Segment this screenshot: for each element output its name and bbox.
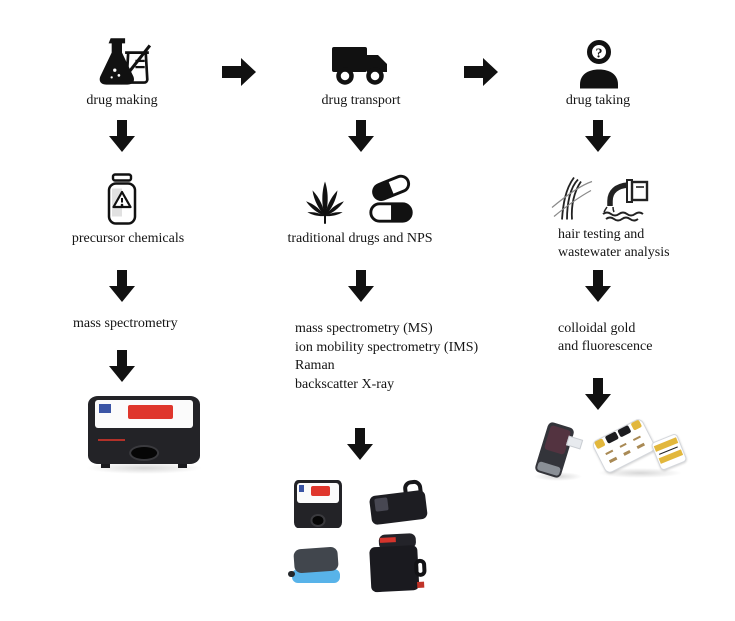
sample-label-line: wastewater analysis xyxy=(558,245,670,260)
method-line: backscatter X-ray xyxy=(295,376,395,392)
wastewater-pipe-icon xyxy=(602,179,649,222)
hair-strands-icon xyxy=(551,176,593,220)
right-arrow-icon xyxy=(464,58,498,86)
right-arrow-icon xyxy=(222,58,256,86)
device-body xyxy=(293,546,339,574)
device-shadow xyxy=(598,468,682,478)
flask-beaker-icon xyxy=(99,38,152,85)
colloidal-gold-test-cassette-image xyxy=(590,417,658,475)
device-connector xyxy=(287,571,295,577)
cannabis-leaf-icon xyxy=(304,181,346,224)
down-arrow-icon xyxy=(348,270,374,302)
warning-bottle-icon xyxy=(107,173,137,225)
capsule-pills-icon xyxy=(369,174,413,223)
stage-label-drug-transport: drug transport xyxy=(321,93,401,108)
method-line: and fluorescence xyxy=(558,339,653,354)
down-arrow-icon xyxy=(585,270,611,302)
handheld-detector-image xyxy=(368,479,429,529)
method-list-taking: colloidal gold and fluorescence xyxy=(558,320,708,356)
person-question-icon: ? xyxy=(580,40,618,89)
device-foot xyxy=(101,463,111,468)
benchtop-mass-spectrometer-image xyxy=(88,396,200,468)
device-screen xyxy=(296,482,340,503)
small-test-cassette-image xyxy=(650,432,688,472)
device-foot xyxy=(177,463,187,468)
screen-blue-panel xyxy=(298,485,305,493)
method-list-transport: mass spectrometry (MS) ion mobility spec… xyxy=(295,320,515,394)
truck-icon xyxy=(332,47,387,85)
sample-label-precursor-chemicals: precursor chemicals xyxy=(71,231,185,246)
method-line: colloidal gold xyxy=(558,321,636,336)
device-handle xyxy=(413,558,427,578)
stage-label-drug-taking: drug taking xyxy=(565,93,631,108)
sample-label-line: hair testing and xyxy=(558,227,645,242)
benchtop-mass-spectrometer-image xyxy=(294,480,342,530)
method-line: ion mobility spectrometry (IMS) xyxy=(295,339,479,355)
device-screen xyxy=(94,399,194,429)
screen-red-panel xyxy=(311,486,331,497)
device-red-accent xyxy=(416,581,424,588)
down-arrow-icon xyxy=(348,120,374,152)
device-sample-port xyxy=(129,444,159,462)
sample-label-hair-wastewater: hair testing and wastewater analysis xyxy=(558,226,708,262)
device-body xyxy=(369,544,420,593)
down-arrow-icon xyxy=(109,270,135,302)
device-screen xyxy=(374,497,389,513)
blue-base-portable-module-image xyxy=(287,546,342,584)
device-red-stripe xyxy=(98,439,125,442)
handheld-fluorescence-reader-image xyxy=(533,421,584,479)
screen-red-panel xyxy=(128,404,173,420)
method-line: Raman xyxy=(295,358,335,373)
stage-label-drug-making: drug making xyxy=(86,93,158,108)
sample-label-traditional-drugs-nps: traditional drugs and NPS xyxy=(287,231,433,246)
method-line: mass spectrometry (MS) xyxy=(295,321,433,336)
down-arrow-icon xyxy=(585,120,611,152)
down-arrow-icon xyxy=(585,378,611,410)
down-arrow-icon xyxy=(109,120,135,152)
device-shadow xyxy=(86,462,202,474)
down-arrow-icon xyxy=(347,428,373,460)
device-red-stripe xyxy=(379,537,396,543)
svg-text:?: ? xyxy=(596,47,603,62)
method-label-mass-spectrometry: mass spectrometry xyxy=(73,316,178,331)
black-red-handheld-device-image xyxy=(369,533,428,594)
down-arrow-icon xyxy=(109,350,135,382)
device-sample-port xyxy=(310,514,326,527)
screen-blue-panel xyxy=(98,403,112,414)
